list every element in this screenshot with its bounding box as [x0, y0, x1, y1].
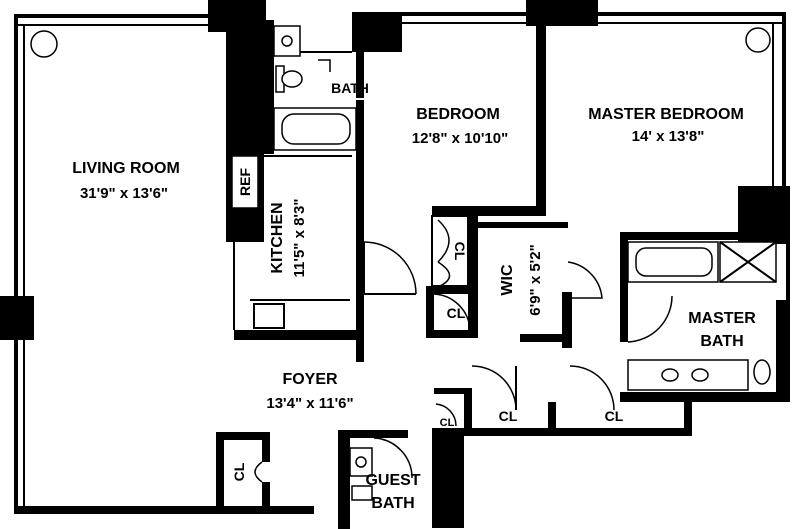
bath-name: BATH	[331, 80, 369, 96]
guest-bath-line1: GUEST	[365, 472, 420, 489]
bedroom-door-icon	[363, 241, 417, 295]
closet-door-icon	[471, 365, 517, 411]
master-bath-line1: MASTER	[688, 310, 756, 327]
kitchen-dims: 11'5" x 8'3"	[291, 199, 308, 278]
living-room-dims: 31'9" x 13'6"	[80, 185, 168, 202]
bedroom-closet-label: CL	[452, 242, 468, 261]
column-circle	[745, 27, 771, 53]
guest-toilet-icon	[351, 485, 373, 501]
fixtures	[30, 25, 777, 501]
guest-bath-line2: BATH	[371, 495, 414, 512]
living-room-name: LIVING ROOM	[72, 160, 180, 177]
room-labels: LIVING ROOM 31'9" x 13'6" BEDROOM 12'8" …	[72, 80, 756, 512]
closet-door-icon	[254, 461, 263, 483]
wic-name: WIC	[499, 264, 516, 296]
vanity-icon	[627, 359, 749, 391]
kitchen-sink-icon	[253, 303, 285, 329]
master-bedroom-name: MASTER BEDROOM	[588, 106, 744, 123]
wic-door-icon	[567, 261, 603, 299]
master-bath-line2: BATH	[700, 333, 743, 350]
kitchen-name: KITCHEN	[269, 202, 286, 273]
bedroom-dims: 12'8" x 10'10"	[412, 130, 508, 147]
closet-door-icon	[569, 365, 615, 411]
ref-label: REF	[237, 168, 253, 196]
master-bedroom-dims: 14' x 13'8"	[632, 128, 705, 145]
guest-bath-door-icon	[373, 437, 413, 479]
column-circle	[30, 30, 58, 58]
foyer-dims: 13'4" x 11'6"	[266, 395, 353, 412]
refrigerator-icon	[231, 155, 259, 209]
lower-closet-label: CL	[231, 462, 247, 481]
wic-dims: 6'9" x 5'2"	[527, 244, 544, 315]
bath-door-icon	[318, 59, 331, 72]
small-closet-label: CL	[447, 305, 466, 321]
foyer-closet-label-1: CL	[499, 408, 518, 424]
closet-door-icon	[435, 403, 457, 427]
master-toilet-icon	[753, 359, 771, 385]
foyer-name: FOYER	[282, 371, 338, 388]
bedroom-name: BEDROOM	[416, 106, 500, 123]
master-bath-door-icon	[627, 295, 673, 343]
entry-closet-label: CL	[440, 417, 455, 429]
foyer-closet-label-2: CL	[605, 408, 624, 424]
